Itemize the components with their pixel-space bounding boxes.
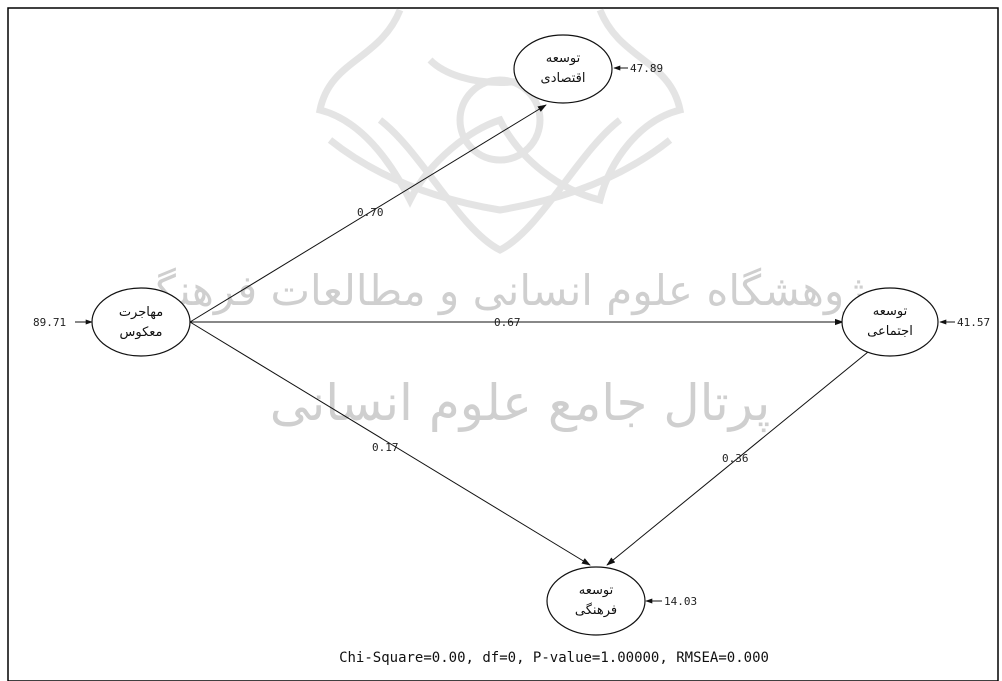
coef-migration-to-economic: 0.70 (357, 206, 384, 219)
coef-social-to-cultural: 0.36 (722, 452, 749, 465)
node-reverse-migration-line-2: معکوس (120, 325, 163, 340)
node-economic-line-1: توسعه (546, 51, 581, 66)
node-cultural-line-1: توسعه (579, 583, 614, 598)
coef-migration-to-social: 0.67 (494, 316, 521, 329)
path-migration-to-cultural (189, 321, 591, 566)
coef-migration-to-cultural: 0.17 (372, 441, 399, 454)
error-value-economic: 47.89 (630, 62, 663, 75)
node-social-development: توسعه اجتماعی (841, 287, 939, 357)
node-cultural-line-2: فرهنگی (575, 602, 617, 618)
node-economic-development: توسعه اقتصادی (513, 34, 613, 104)
error-value-cultural: 14.03 (664, 595, 697, 608)
path-social-to-cultural (606, 351, 869, 566)
error-value-reverse-migration: 89.71 (33, 316, 66, 329)
node-social-line-1: توسعه (873, 304, 908, 319)
fit-statistics: Chi-Square=0.00, df=0, P-value=1.00000, … (339, 650, 769, 666)
path-migration-to-economic (189, 104, 547, 323)
watermark-line-1: پژوهشگاه علوم انسانی و مطالعات فرهنگی (121, 266, 879, 316)
node-reverse-migration: مهاجرت معکوس (91, 287, 191, 357)
watermark-ornament (315, 8, 685, 254)
diagram-border (7, 7, 999, 681)
node-cultural-development: توسعه فرهنگی (546, 566, 646, 636)
watermark-line-2: پرتال جامع علوم انسانی (270, 374, 771, 433)
node-social-line-2: اجتماعی (867, 324, 913, 339)
node-economic-line-2: اقتصادی (541, 71, 586, 86)
error-value-social: 41.57 (957, 316, 990, 329)
node-reverse-migration-line-1: مهاجرت (119, 305, 163, 320)
